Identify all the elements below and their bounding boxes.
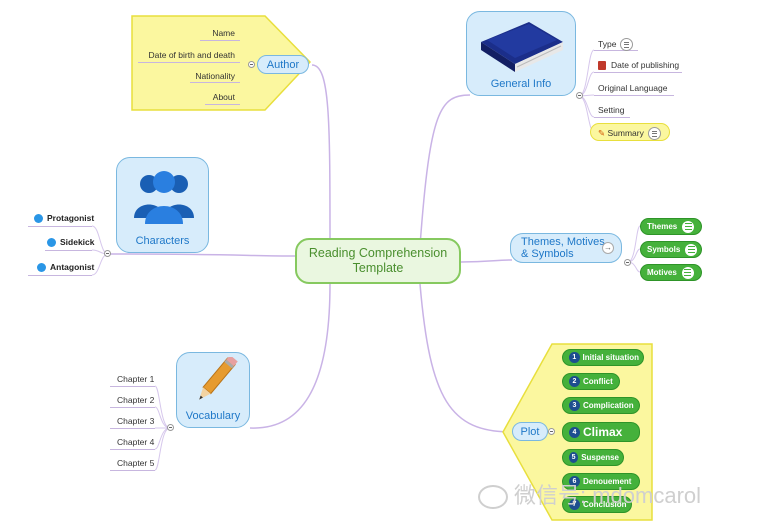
vocabulary-chapter-2[interactable]: Chapter 2 [117, 395, 155, 405]
characters-collapse-toggle[interactable] [104, 250, 111, 257]
bullet-icon [34, 214, 43, 223]
branch-author [311, 64, 331, 247]
wechat-icon [478, 485, 508, 510]
branch-vocabulary [249, 283, 331, 429]
calendar-icon [598, 61, 606, 70]
note-icon[interactable] [685, 243, 697, 256]
vocabulary-node[interactable]: Vocabulary [176, 352, 250, 428]
character-antagonist[interactable]: Antagonist [50, 262, 95, 272]
vocabulary-chapter-3[interactable]: Chapter 3 [117, 416, 155, 426]
general-info-node[interactable]: General Info [466, 11, 576, 96]
note-icon[interactable] [647, 127, 661, 140]
book-icon [481, 22, 563, 72]
branch-characters [109, 253, 296, 257]
themes-item-symbols[interactable]: Symbols [640, 241, 702, 258]
vocabulary-label: Vocabulary [185, 410, 241, 422]
general-info-item-language[interactable]: Original Language [598, 83, 668, 93]
author-item-about[interactable]: About [212, 92, 235, 102]
arrow-icon[interactable]: → [602, 242, 614, 254]
character-protagonist[interactable]: Protagonist [47, 213, 95, 223]
vocabulary-collapse-toggle[interactable] [167, 424, 174, 431]
vocabulary-chapter-4[interactable]: Chapter 4 [117, 437, 155, 447]
plot-collapse-toggle[interactable] [548, 428, 555, 435]
character-sidekick[interactable]: Sidekick [60, 237, 95, 247]
themes-collapse-toggle[interactable] [624, 259, 631, 266]
note-icon[interactable] [682, 220, 695, 233]
branch-general-info [419, 94, 471, 247]
pencil-icon: ✎ [598, 127, 606, 138]
characters-label: Characters [135, 235, 190, 247]
author-collapse-toggle[interactable] [248, 61, 255, 68]
author-item-name[interactable]: Name [212, 28, 235, 38]
themes-label-line2: & Symbols [521, 248, 574, 260]
vocabulary-chapter-1[interactable]: Chapter 1 [117, 374, 155, 384]
central-topic-line2: Template [352, 261, 404, 275]
author-item-nationality[interactable]: Nationality [195, 71, 235, 81]
themes-item-themes[interactable]: Themes [640, 218, 702, 235]
branch-themes [460, 259, 513, 263]
note-icon[interactable] [681, 266, 694, 279]
central-topic[interactable]: Reading Comprehension Template [295, 238, 461, 284]
watermark: 微信号: mdomcarol [478, 478, 701, 510]
general-info-item-type[interactable]: Type [598, 38, 634, 51]
central-topic-line1: Reading Comprehension [308, 246, 448, 260]
author-node[interactable]: Author [257, 55, 309, 74]
general-info-item-date[interactable]: Date of publishing [598, 60, 679, 70]
bullet-icon [37, 263, 46, 272]
characters-node[interactable]: Characters [116, 157, 209, 253]
vocabulary-chapter-5[interactable]: Chapter 5 [117, 458, 155, 468]
author-highlight [131, 15, 312, 111]
plot-node[interactable]: Plot [512, 422, 548, 441]
author-item-dates[interactable]: Date of birth and death [148, 50, 235, 60]
pencil-icon [199, 357, 238, 400]
general-info-item-summary[interactable]: ✎ Summary [598, 127, 661, 140]
general-info-collapse-toggle[interactable] [576, 92, 583, 99]
themes-node[interactable]: Themes, Motives & Symbols → [510, 233, 622, 263]
branch-plot [419, 283, 513, 433]
note-icon[interactable] [620, 38, 634, 51]
general-info-label: General Info [490, 78, 552, 90]
themes-label-line1: Themes, Motives [521, 236, 605, 248]
themes-item-motives[interactable]: Motives [640, 264, 702, 281]
people-icon [134, 171, 194, 224]
general-info-item-setting[interactable]: Setting [598, 105, 625, 115]
bullet-icon [47, 238, 56, 247]
